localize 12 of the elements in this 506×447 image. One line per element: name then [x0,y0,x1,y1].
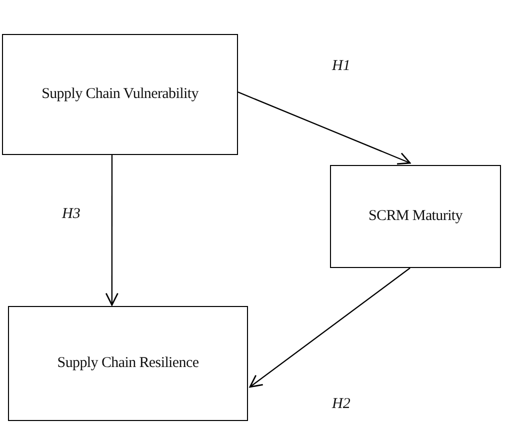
arrow [105,155,118,306]
hypothesis-label: H1 [332,58,350,75]
construct-box [8,306,248,421]
construct-box [330,165,501,268]
arrow [249,268,410,388]
arrow [238,92,411,165]
construct-label: Supply Chain Vulnerability [42,86,198,103]
hypothesis-label: H3 [62,206,80,223]
construct-label: Supply Chain Resilience [57,355,199,372]
hypothesis-label: H2 [332,396,350,413]
construct-box [2,34,238,155]
construct-label: SCRM Maturity [368,208,463,225]
